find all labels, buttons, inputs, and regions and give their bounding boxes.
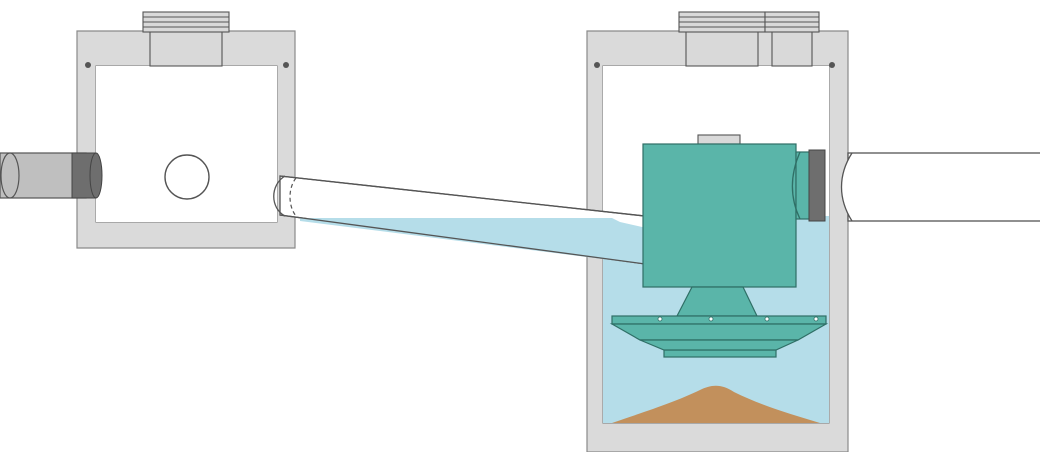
manhole-cover-icon bbox=[142, 11, 230, 67]
inlet-pipe-icon bbox=[0, 152, 103, 199]
manhole-cover-icon bbox=[764, 11, 820, 67]
inspection-opening-icon bbox=[164, 154, 210, 200]
left-chamber bbox=[76, 11, 296, 249]
pipe-socket bbox=[273, 175, 286, 217]
outlet-pipe-icon bbox=[791, 149, 1046, 222]
pipe-water bbox=[300, 218, 718, 270]
left-notch bbox=[283, 62, 289, 68]
right-notch bbox=[829, 62, 835, 68]
left-notch bbox=[85, 62, 91, 68]
pipe-socket-dashed bbox=[289, 177, 297, 217]
outlet-socket-curve bbox=[791, 151, 801, 220]
outlet-collar bbox=[808, 149, 826, 222]
outlet-pipe-end bbox=[840, 152, 853, 222]
right-notch bbox=[594, 62, 600, 68]
sediment-icon bbox=[612, 385, 820, 423]
manhole-cover-icon bbox=[678, 11, 766, 67]
filter-unit-icon bbox=[609, 134, 829, 358]
outlet-pipe-body bbox=[847, 152, 1046, 222]
